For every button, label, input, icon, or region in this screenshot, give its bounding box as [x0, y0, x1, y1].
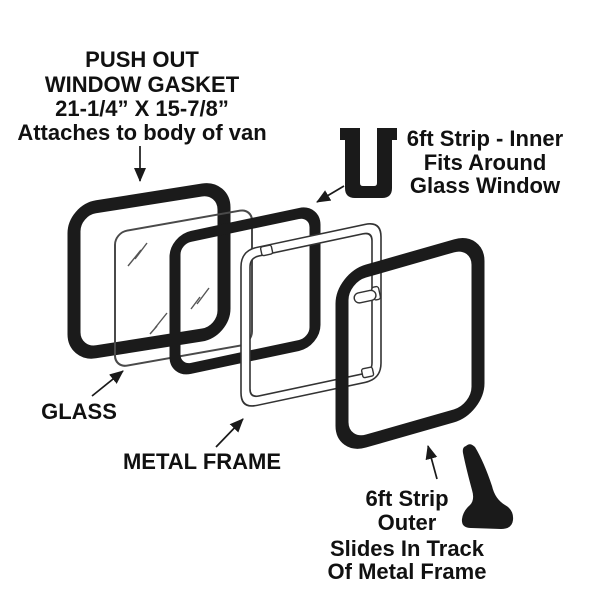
hinge-clip-bottom — [360, 366, 375, 379]
latch-handle — [353, 285, 382, 304]
gasket-label-line1: PUSH OUT — [85, 47, 199, 72]
u-channel-profile-icon — [340, 128, 397, 198]
inner-strip-label: 6ft Strip - Inner Fits Around Glass Wind… — [407, 126, 564, 198]
inner-strip-label-line2: Fits Around — [424, 150, 547, 175]
glass-pane — [114, 209, 253, 367]
outer-strip-label-line2: Outer — [378, 510, 437, 535]
metal-frame — [240, 223, 382, 407]
outer-strip-arrow — [425, 445, 438, 480]
glass-shine-lines — [127, 242, 210, 335]
gasket-label-line4: Attaches to body of van — [17, 120, 266, 145]
metal-frame-arrow — [215, 418, 244, 448]
gasket-label: PUSH OUT WINDOW GASKET 21-1/4” X 15-7/8”… — [17, 47, 266, 145]
gasket-label-line3: 21-1/4” X 15-7/8” — [55, 96, 229, 121]
hinge-clip-top — [259, 244, 274, 257]
outer-strip-label: 6ft Strip Outer Slides In Track Of Metal… — [328, 486, 487, 584]
gasket-label-line2: WINDOW GASKET — [45, 72, 240, 97]
push-out-window-gasket-frame — [67, 183, 231, 359]
outer-strip-frame — [335, 238, 485, 449]
outer-strip-profile-icon — [461, 444, 514, 529]
glass-label: GLASS — [41, 399, 117, 424]
inner-strip-arrow — [316, 185, 345, 203]
glass-arrow — [91, 370, 124, 397]
outer-strip-label-line1: 6ft Strip — [365, 486, 448, 511]
outer-strip-label-line4: Of Metal Frame — [328, 559, 487, 584]
inner-strip-label-line1: 6ft Strip - Inner — [407, 126, 564, 151]
metal-frame-label: METAL FRAME — [123, 449, 281, 474]
outer-strip-label-line3: Slides In Track — [330, 536, 485, 561]
inner-strip-label-line3: Glass Window — [410, 173, 561, 198]
